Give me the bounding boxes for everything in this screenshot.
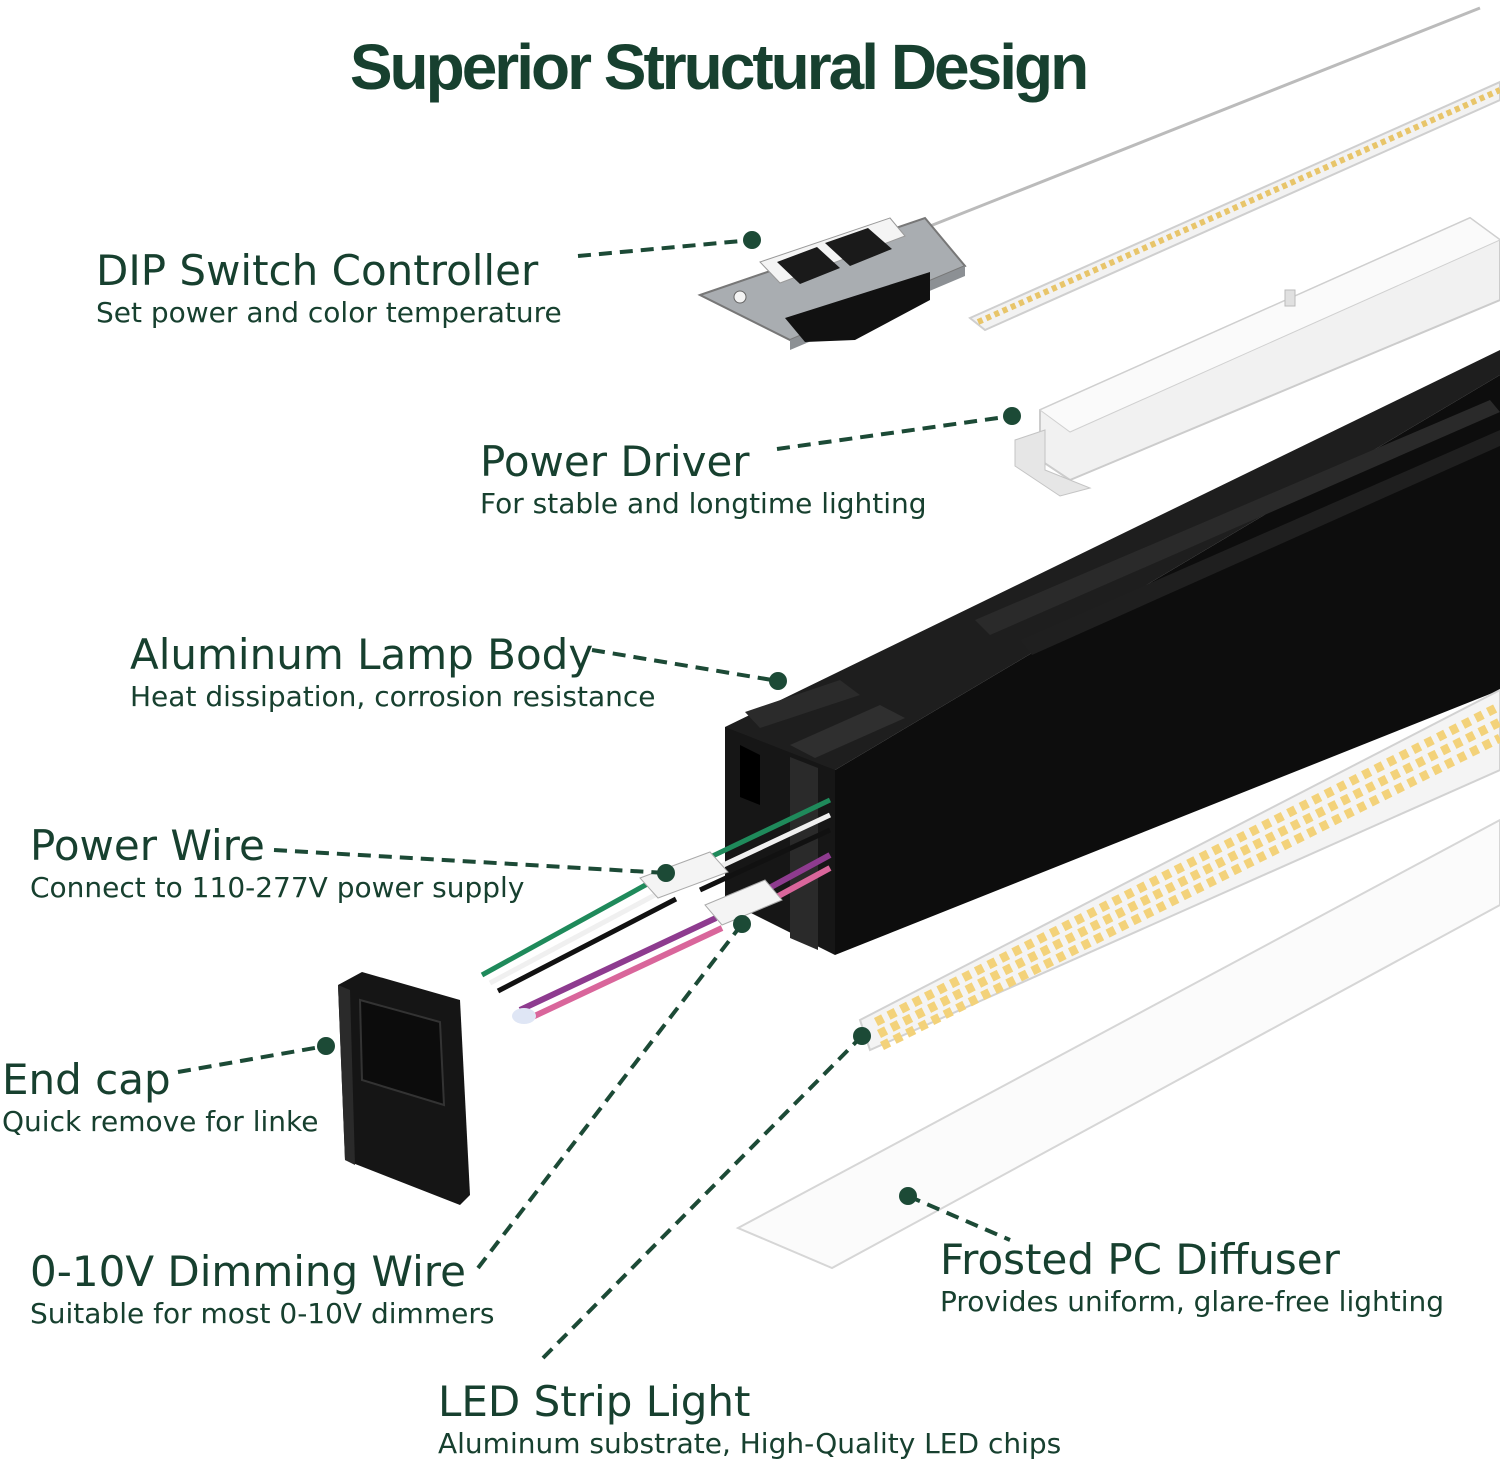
dip-switch-label: DIP Switch Controller Set power and colo…: [96, 246, 562, 330]
aluminum-lamp-body-illustration: [725, 350, 1500, 955]
lamp-body-title: Aluminum Lamp Body: [130, 630, 594, 679]
top-led-strip: [968, 80, 1500, 332]
dimming-wire-leader: [476, 922, 744, 1270]
end-cap-illustration: [338, 972, 470, 1205]
power-wire-leader: [273, 848, 667, 875]
end-cap-leader: [177, 1044, 327, 1074]
diffuser-leader: [907, 1194, 1011, 1242]
led-strip-label: LED Strip Light Aluminum substrate, High…: [438, 1377, 1061, 1461]
dimming-wire-subtitle: Suitable for most 0-10V dimmers: [30, 1297, 495, 1330]
end-cap-title: End cap: [2, 1055, 171, 1104]
end-cap-label: End cap Quick remove for linke: [2, 1055, 318, 1139]
power-wire-subtitle: Connect to 110-277V power supply: [30, 871, 525, 904]
diffuser-subtitle: Provides uniform, glare-free lighting: [940, 1285, 1445, 1318]
power-driver-leader: [776, 414, 1013, 451]
led-strip-title: LED Strip Light: [438, 1377, 751, 1426]
lamp-body-label: Aluminum Lamp Body Heat dissipation, cor…: [130, 630, 656, 714]
dimming-wire-title: 0-10V Dimming Wire: [30, 1247, 466, 1296]
diffuser-title: Frosted PC Diffuser: [940, 1235, 1340, 1284]
led-strip-leader: [541, 1034, 864, 1360]
diffuser-label: Frosted PC Diffuser Provides uniform, gl…: [940, 1235, 1444, 1319]
power-wire-title: Power Wire: [30, 821, 265, 870]
dip-switch-title: DIP Switch Controller: [96, 246, 539, 295]
led-strip-subtitle: Aluminum substrate, High-Quality LED chi…: [438, 1427, 1062, 1460]
dip-switch-subtitle: Set power and color temperature: [96, 296, 562, 329]
power-wire-label: Power Wire Connect to 110-277V power sup…: [30, 821, 524, 905]
page-title: Superior Structural Design: [349, 31, 1089, 103]
power-driver-label: Power Driver For stable and longtime lig…: [480, 437, 927, 521]
power-driver-subtitle: For stable and longtime lighting: [480, 487, 927, 520]
wires-illustration: [480, 797, 832, 1024]
dip-switch-controller-illustration: [697, 216, 967, 350]
leader-lines: [177, 238, 1013, 1360]
power-driver-illustration: [1014, 216, 1500, 497]
dip-switch-leader: [577, 238, 753, 258]
lamp-body-leader: [591, 648, 779, 683]
leader-dots: [317, 231, 1021, 1205]
power-driver-title: Power Driver: [480, 437, 750, 486]
dimming-wire-label: 0-10V Dimming Wire Suitable for most 0-1…: [30, 1247, 494, 1331]
diffuser-illustration: [735, 818, 1500, 1270]
lamp-body-subtitle: Heat dissipation, corrosion resistance: [130, 680, 656, 713]
end-cap-subtitle: Quick remove for linke: [2, 1105, 319, 1138]
driver-cable: [914, 6, 1481, 234]
